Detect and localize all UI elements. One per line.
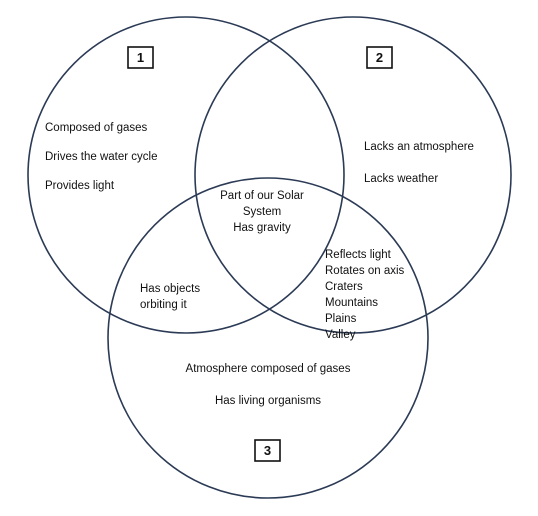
circle-2-item: Lacks weather bbox=[364, 173, 438, 185]
circle-3-number-box: 3 bbox=[254, 439, 281, 462]
circle-1-number-box: 1 bbox=[127, 46, 154, 69]
center-item: Has gravity bbox=[233, 222, 291, 234]
circle-1-item: Drives the water cycle bbox=[45, 151, 157, 163]
overlap-1-3-item: Has objects bbox=[140, 283, 200, 295]
circle-2-number-box: 2 bbox=[366, 46, 393, 69]
overlap-1-3-item: orbiting it bbox=[140, 299, 187, 311]
center-item: System bbox=[243, 206, 281, 218]
overlap-2-3-item: Craters bbox=[325, 281, 363, 293]
overlap-2-3-item: Valley bbox=[325, 329, 356, 341]
overlap-2-3-item: Rotates on axis bbox=[325, 265, 405, 277]
overlap-2-3-item: Mountains bbox=[325, 297, 378, 309]
circle-3-item: Has living organisms bbox=[215, 395, 321, 407]
circle-3 bbox=[107, 177, 429, 499]
circle-2-item: Lacks an atmosphere bbox=[364, 141, 474, 153]
center-item: Part of our Solar bbox=[220, 190, 304, 202]
circle-1-item: Provides light bbox=[45, 180, 115, 192]
circle-1-item: Composed of gases bbox=[45, 122, 148, 134]
circle-2 bbox=[194, 16, 512, 334]
circle-1 bbox=[27, 16, 345, 334]
circle-3-item: Atmosphere composed of gases bbox=[186, 363, 351, 375]
overlap-2-3-item: Reflects light bbox=[325, 249, 392, 261]
circle-2-number: 2 bbox=[376, 50, 383, 65]
overlap-2-3-item: Plains bbox=[325, 313, 357, 325]
circle-3-number: 3 bbox=[264, 443, 271, 458]
circle-1-number: 1 bbox=[137, 50, 144, 65]
